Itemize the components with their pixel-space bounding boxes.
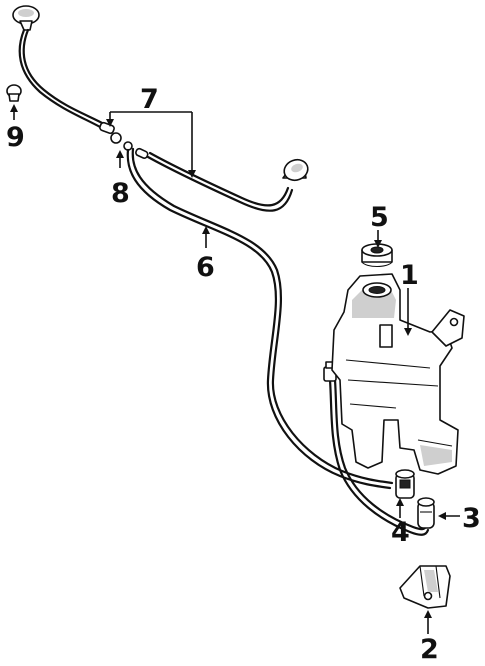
washer-hose-to-right-nozzle [146,151,294,212]
washer-hose-main [126,147,394,490]
callout-2: 2 [420,634,439,665]
washer-hose-upper [18,28,108,130]
callout-5: 5 [370,202,389,233]
washer-nozzle-right [282,158,309,182]
washer-fluid-reservoir [331,273,459,475]
callout-8: 8 [111,178,130,209]
reservoir-bracket [399,565,451,609]
callout-7: 7 [140,84,159,115]
callout-6: 6 [196,252,215,283]
washer-pump [395,469,415,499]
pump-hose [328,378,430,536]
hose-connector-cluster [99,121,149,159]
leader-lines [10,104,460,634]
callout-4: 4 [391,517,410,548]
hose-clip-part-9 [6,84,22,102]
callout-9: 9 [6,122,25,153]
washer-nozzle-left [12,5,40,31]
reservoir-cap [361,243,393,268]
reservoir-mounting-tab [431,309,465,347]
callout-1: 1 [400,260,419,291]
pump-grommet [417,497,435,529]
callout-3: 3 [462,503,481,534]
